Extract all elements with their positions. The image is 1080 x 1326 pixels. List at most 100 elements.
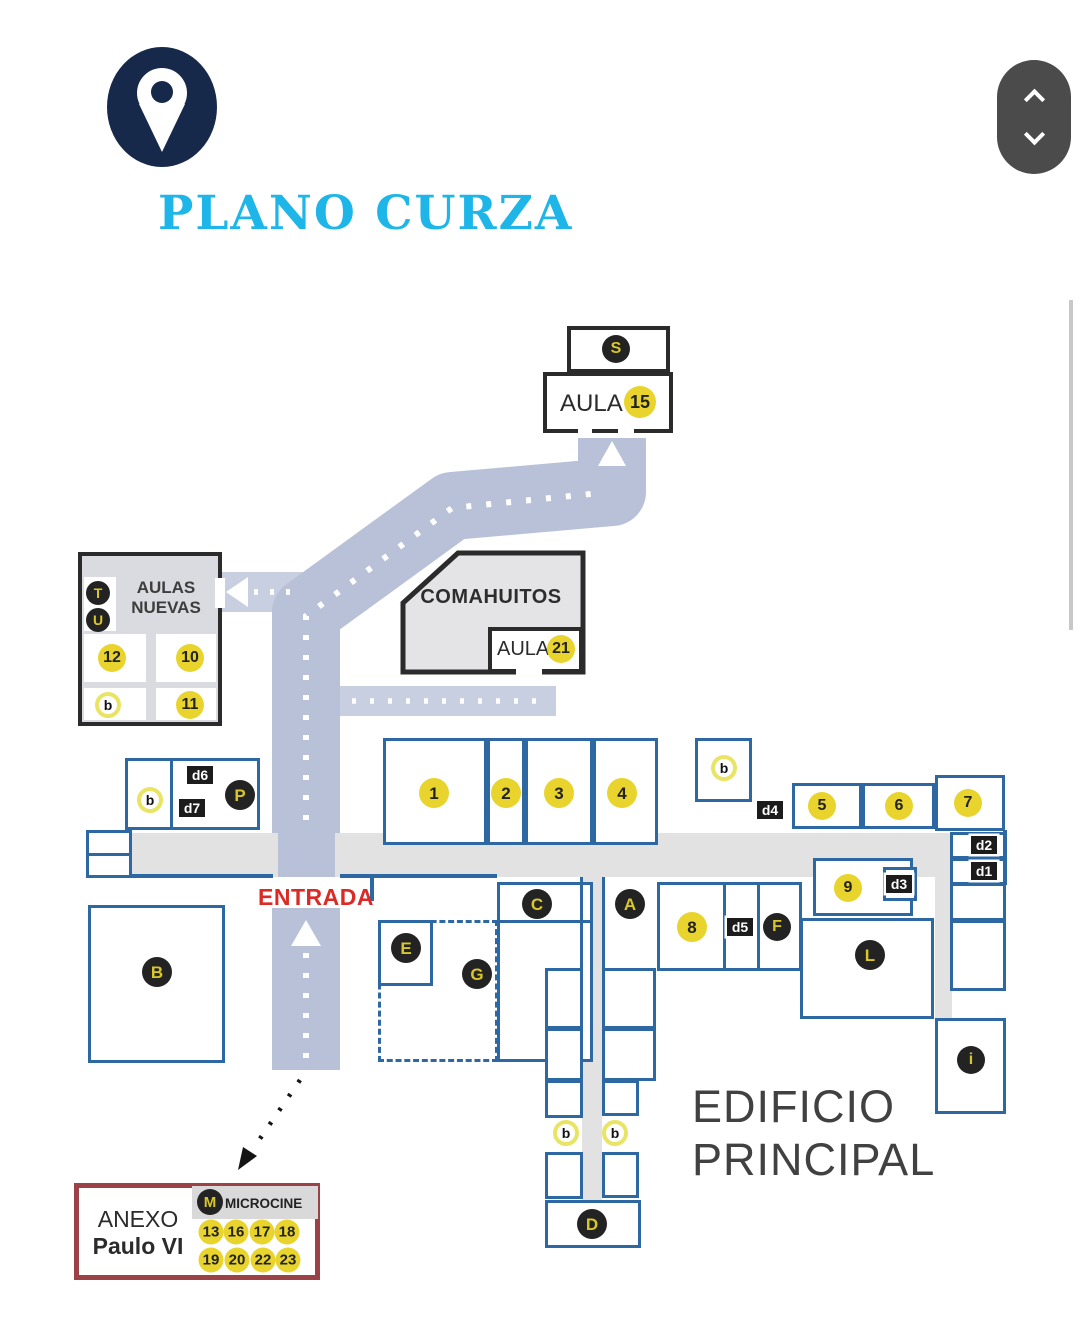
room-right-small <box>950 883 1006 921</box>
location-pin-logo-icon <box>107 47 217 167</box>
walkway-main <box>272 438 646 877</box>
marker-15: 15 <box>624 386 656 418</box>
marker-l: L <box>855 940 885 970</box>
marker-9: 9 <box>834 874 862 902</box>
marker-21: 21 <box>547 635 575 663</box>
wall <box>86 853 132 856</box>
badge-d5: d5 <box>727 918 753 936</box>
marker-f: F <box>763 913 791 941</box>
marker-5: 5 <box>808 792 836 820</box>
wall <box>340 874 497 878</box>
wall <box>130 874 273 878</box>
badge-d3: d3 <box>886 875 912 893</box>
marker-bathroom: b <box>711 755 737 781</box>
edificio-line1: EDIFICIO <box>692 1081 896 1132</box>
scrollbar-thumb[interactable] <box>1069 300 1073 630</box>
marker-13: 13 <box>198 1219 224 1245</box>
comahuitos-label: COMAHUITOS <box>420 586 562 608</box>
wall <box>170 761 173 827</box>
marker-d: D <box>577 1209 607 1239</box>
right-corridor <box>935 877 952 1018</box>
aulas-nuevas-label: AULAS NUEVAS <box>114 578 218 622</box>
arrow-left-aulas-nuevas-icon <box>226 577 248 607</box>
marker-17: 17 <box>249 1219 275 1245</box>
marker-t: T <box>86 581 110 605</box>
aula-15-label: AULA <box>560 390 623 417</box>
room-south <box>545 968 583 1029</box>
page-title: PLANO CURZA <box>158 186 574 241</box>
room-south <box>545 1028 583 1081</box>
marker-c: C <box>522 889 552 919</box>
marker-4: 4 <box>607 778 637 808</box>
microcine-label: MICROCINE <box>225 1196 303 1211</box>
scroll-down-button[interactable] <box>1023 124 1045 146</box>
wall <box>757 885 760 968</box>
aula-21-label: AULA <box>497 638 550 660</box>
marker-e: E <box>391 933 421 963</box>
room-right-small <box>950 920 1006 991</box>
marker-i: i <box>957 1046 985 1074</box>
marker-8: 8 <box>677 912 707 942</box>
marker-s: S <box>602 335 630 363</box>
anexo-label: ANEXO Paulo VI <box>84 1206 192 1260</box>
marker-19: 19 <box>198 1247 224 1273</box>
badge-d2: d2 <box>971 836 997 854</box>
room-south <box>545 1080 583 1118</box>
marker-bathroom: b <box>95 692 121 718</box>
marker-a: A <box>615 889 645 919</box>
arrow-up-aula15-icon <box>598 441 626 466</box>
aulas-nuevas-line1: AULAS <box>136 578 196 597</box>
marker-bathroom: b <box>137 787 163 813</box>
marker-1: 1 <box>419 778 449 808</box>
wall <box>602 877 605 968</box>
marker-bathroom: b <box>553 1120 579 1146</box>
marker-3: 3 <box>544 778 574 808</box>
marker-16: 16 <box>223 1219 249 1245</box>
marker-18: 18 <box>274 1219 300 1245</box>
walkway-corridor-crossing <box>278 833 335 877</box>
anexo-line2: Paulo VI <box>92 1233 184 1259</box>
wall <box>723 885 726 968</box>
edificio-principal-label: EDIFICIO PRINCIPAL <box>692 1080 935 1186</box>
arrow-up-entry-icon <box>291 920 321 946</box>
room-d-hall <box>545 1200 641 1248</box>
entrada-label: ENTRADA <box>258 884 374 910</box>
marker-7: 7 <box>954 789 982 817</box>
door-gap <box>516 667 542 675</box>
room-south <box>602 1080 639 1116</box>
marker-22: 22 <box>250 1247 276 1273</box>
marker-10: 10 <box>176 644 204 672</box>
arrow-to-anexo-icon <box>238 1147 257 1170</box>
dotted-trail-to-anexo <box>253 1078 302 1148</box>
wall <box>500 920 590 923</box>
room-south <box>545 1152 583 1199</box>
wall <box>1003 830 1007 885</box>
badge-d4: d4 <box>757 801 783 819</box>
door-gap <box>618 427 634 434</box>
walkway-dots-main <box>303 490 601 820</box>
marker-6: 6 <box>885 792 913 820</box>
room-south <box>602 968 656 1029</box>
room-south <box>602 1028 656 1081</box>
marker-23: 23 <box>275 1247 301 1273</box>
marker-2: 2 <box>491 778 521 808</box>
marker-g: G <box>462 959 492 989</box>
marker-12: 12 <box>98 644 126 672</box>
aulas-nuevas-line2: NUEVAS <box>131 598 201 617</box>
badge-d1: d1 <box>971 862 997 880</box>
badge-d6: d6 <box>187 766 213 784</box>
scroll-up-button[interactable] <box>1023 88 1045 110</box>
room-south <box>602 1152 639 1198</box>
marker-11: 11 <box>176 691 204 719</box>
anexo-line1: ANEXO <box>97 1206 179 1232</box>
door-gap <box>215 578 225 608</box>
walkway-branch-comahuitos <box>340 686 556 716</box>
badge-d7: d7 <box>179 799 205 817</box>
marker-bathroom: b <box>602 1120 628 1146</box>
edificio-line2: PRINCIPAL <box>692 1134 936 1185</box>
marker-b-large: B <box>142 957 172 987</box>
room-g-area <box>378 920 498 1062</box>
wall <box>580 877 583 968</box>
